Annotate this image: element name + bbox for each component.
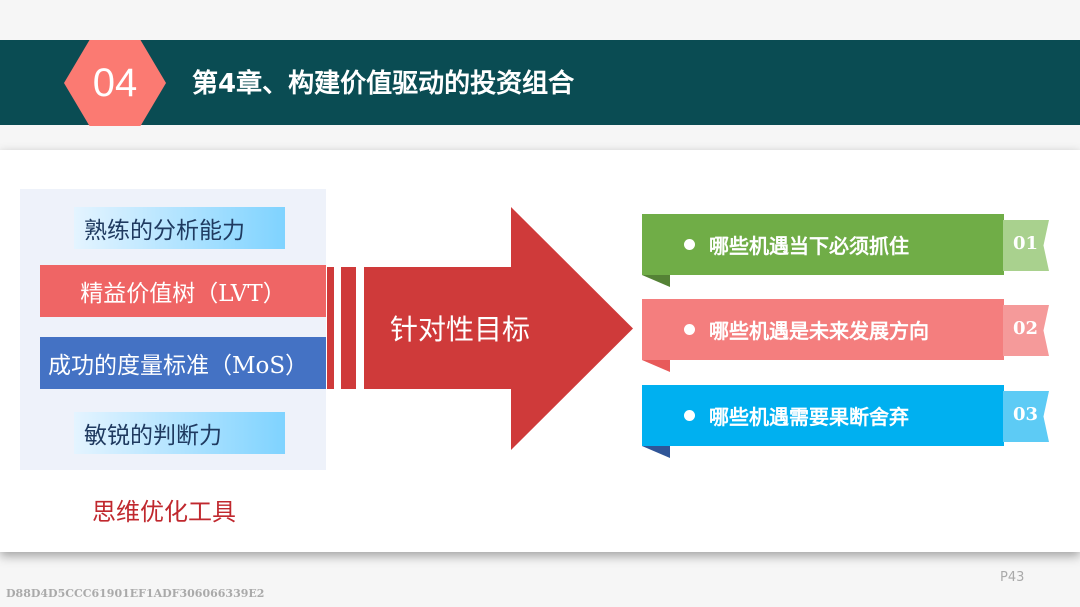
bullet-icon [684,410,695,421]
tool-lvt: 精益价值树（LVT） [40,265,326,317]
tool-analysis: 熟练的分析能力 [74,207,285,249]
page-title: 第4章、构建价值驱动的投资组合 [192,69,575,99]
ribbon-text: 哪些机遇需要果断舍弃 [709,405,909,429]
tools-caption: 思维优化工具 [92,498,236,526]
ribbon-text: 哪些机遇是未来发展方向 [709,319,929,343]
ribbon-3: 哪些机遇需要果断舍弃 [642,385,1004,446]
ribbon-tab-2: 02 [1003,305,1049,356]
arrow-bar-1 [327,267,334,389]
ribbon-text: 哪些机遇当下必须抓住 [709,234,909,258]
ribbon-2: 哪些机遇是未来发展方向 [642,299,1004,360]
ribbon-1: 哪些机遇当下必须抓住 [642,214,1004,275]
ribbon-tab-1: 01 [1003,220,1049,271]
arrow-body [364,267,512,389]
bullet-icon [684,324,695,335]
tool-mos: 成功的度量标准（MoS） [40,337,326,389]
watermark-code: D88D4D5CCC61901EF1ADF306066339E2 [6,587,265,600]
page-number: P43 [1000,570,1025,585]
ribbon-tab-3: 03 [1003,391,1049,442]
bullet-icon [684,239,695,250]
header-bar [0,40,1080,125]
arrow-bar-2 [341,267,356,389]
arrow-label: 针对性目标 [390,313,531,346]
tool-judgment: 敏锐的判断力 [74,412,285,454]
